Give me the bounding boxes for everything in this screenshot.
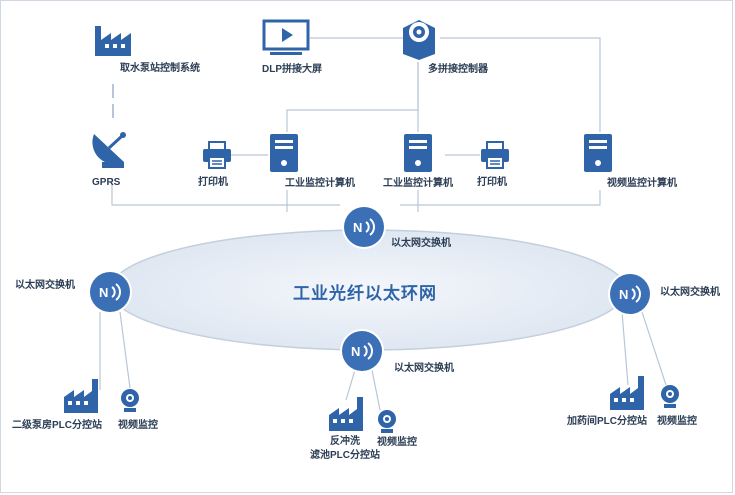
camera-icon [659,384,681,415]
factory-icon [62,377,106,420]
video-right-label: 视频监控 [657,416,697,427]
svg-text:N: N [619,287,628,302]
printer-icon [479,140,511,175]
factory-icon [93,20,137,63]
camera-icon [119,388,141,419]
switch-bottom-label: 以太网交换机 [394,363,454,374]
computer-tower-icon [402,132,436,179]
computer-tower-icon [582,132,616,179]
switch-top-label: 以太网交换机 [391,238,451,249]
display-screen-icon [262,19,310,64]
video-bottom-label: 视频监控 [377,437,417,448]
ind-pc-2-label: 工业监控计算机 [383,178,453,189]
pump-station-label: 取水泵站控制系统 [120,63,200,74]
dlp-label: DLP拼接大屏 [262,64,322,75]
gprs-label: GPRS [92,177,121,188]
dosing-plc-label: 加药间PLC分控站 [567,416,647,427]
svg-text:N: N [99,285,108,300]
camera-icon [376,409,398,440]
factory-icon [608,374,652,417]
printer-left-label: 打印机 [198,177,228,188]
printer-right-label: 打印机 [477,177,507,188]
computer-tower-icon [268,132,302,179]
switch-right-label: 以太网交换机 [660,287,720,298]
ring-label: 工业光纤以太环网 [293,284,437,303]
svg-text:N: N [351,344,360,359]
switch-left-label: 以太网交换机 [15,280,75,291]
plc-secondary-label: 二级泵房PLC分控站 [12,420,102,431]
svg-text:N: N [353,220,362,235]
network-switch-icon: N [90,272,130,312]
video-left-label: 视频监控 [118,420,158,431]
network-switch-icon: N [610,274,650,314]
video-pc-label: 视频监控计算机 [607,178,677,189]
network-switch-icon: N [342,331,382,371]
backwash-label-line1: 反冲洗 [330,436,360,447]
network-switch-icon: N [344,207,384,247]
printer-icon [201,140,233,175]
multi-controller-label: 多拼接控制器 [428,64,488,75]
factory-icon [327,395,371,438]
backwash-label-line2: 滤池PLC分控站 [310,450,380,461]
ind-pc-1-label: 工业监控计算机 [285,178,355,189]
satellite-dish-icon [88,126,136,177]
controller-icon [401,14,437,65]
